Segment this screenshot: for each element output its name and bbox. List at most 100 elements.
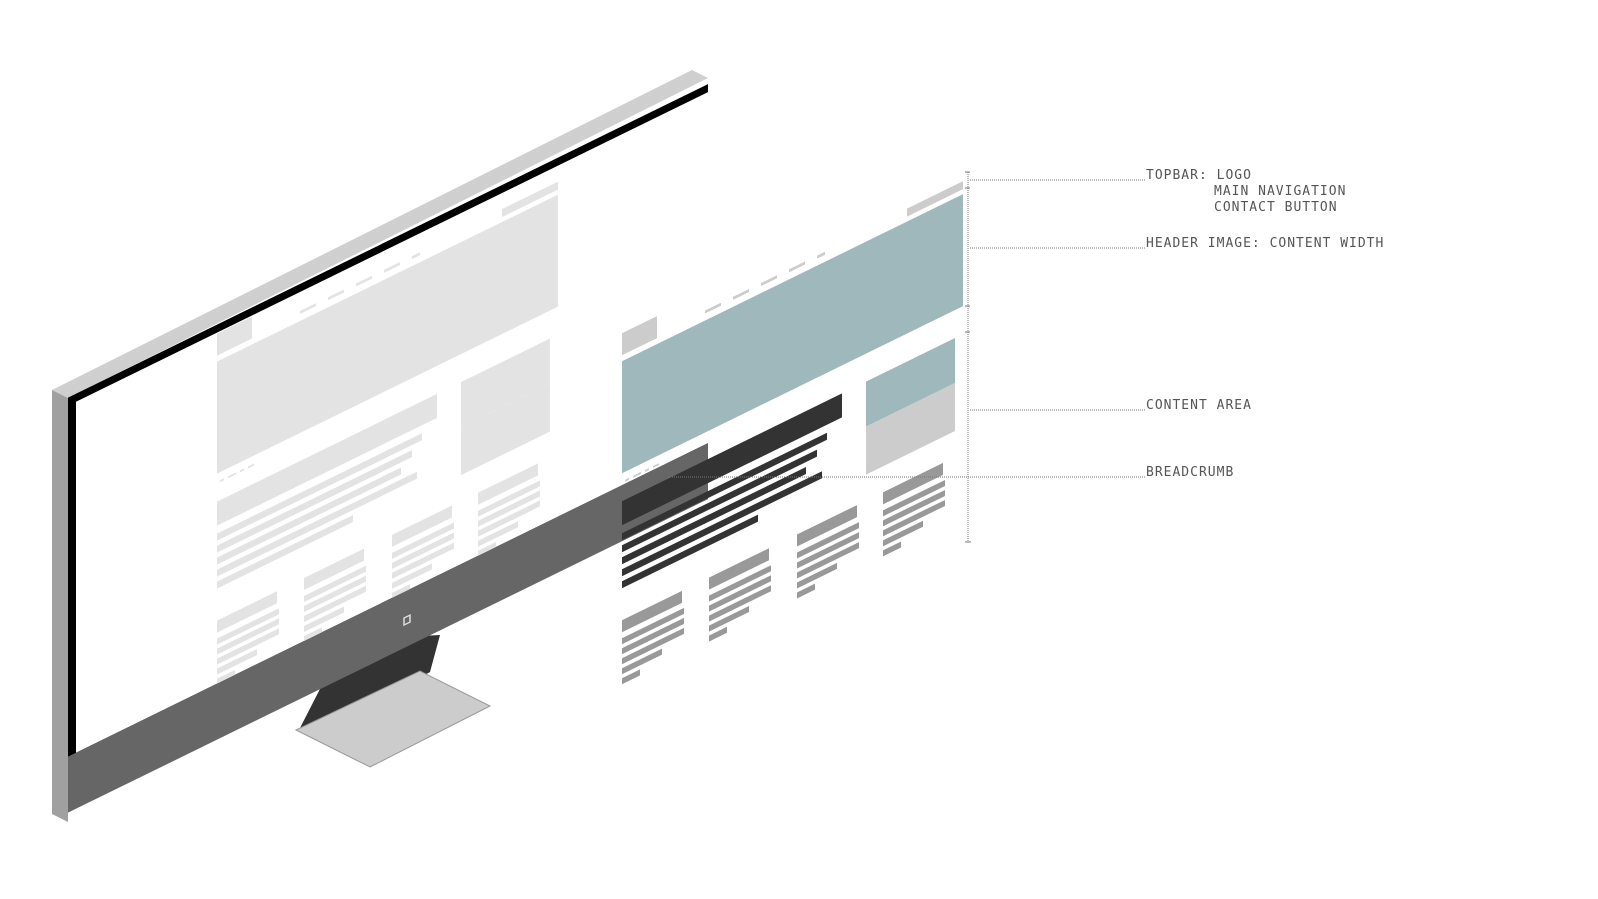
exploded-column-title (883, 462, 943, 505)
screen-column-line (392, 532, 454, 569)
exploded-column-line (622, 627, 684, 665)
screen-nav-item (384, 261, 400, 273)
exploded-sidebar-image (866, 338, 955, 427)
exploded-nav-item (761, 275, 777, 287)
screen-breadcrumb-dot (220, 478, 224, 483)
screen-text-line (217, 467, 401, 565)
exploded-column-line (622, 617, 684, 655)
screen-header-image (217, 194, 558, 474)
screen-breadcrumb-dot (248, 463, 254, 469)
exploded-column-line (709, 605, 749, 632)
exploded-column-line (797, 583, 815, 599)
screen-column-title (478, 463, 538, 505)
exploded-column-line (883, 489, 945, 527)
annotation-topbar-item: LOGO (1216, 168, 1252, 183)
exploded-column-title (709, 548, 769, 590)
exploded-column-line (709, 585, 771, 622)
screen-text-line (217, 450, 412, 553)
exploded-wireframe-layer (622, 181, 963, 685)
annotation-header: HEADER IMAGE: CONTENT WIDTH (1146, 236, 1384, 252)
exploded-sidebar-box (866, 383, 955, 475)
exploded-column-line (797, 562, 837, 589)
stand-neck (300, 635, 440, 728)
exploded-logo (622, 316, 657, 356)
screen-nav-item (300, 303, 316, 314)
exploded-column-line (883, 479, 945, 517)
exploded-column-line (797, 522, 859, 559)
annotation-topbar-title: TOPBAR: (1146, 168, 1208, 183)
exploded-text-line (622, 514, 758, 589)
screen-column-line (217, 608, 279, 645)
exploded-nav-item (705, 302, 721, 314)
screen-column-line (392, 563, 432, 589)
annotation-topbar-item: MAIN NAVIGATION (1214, 184, 1347, 199)
screen-column-line (478, 490, 540, 527)
annotation-header-title: HEADER IMAGE: (1146, 236, 1261, 251)
exploded-column-line (709, 565, 771, 602)
screen-sidebar-box (461, 383, 550, 476)
exploded-column-line (797, 532, 859, 569)
exploded-column-line (622, 607, 684, 645)
exploded-breadcrumb-dot (653, 463, 659, 469)
exploded-breadcrumb-dot (625, 477, 629, 482)
exploded-text-line (622, 449, 817, 553)
exploded-nav-item (733, 288, 749, 300)
annotation-content-area: CONTENT AREA (1146, 398, 1252, 413)
exploded-text-line (622, 471, 822, 577)
screen-column-title (217, 591, 277, 633)
exploded-column-line (883, 499, 945, 537)
annotation-leaders (668, 171, 1146, 543)
exploded-column-line (709, 575, 771, 612)
monitor-chin (68, 443, 708, 813)
screen-sidebar-image (461, 338, 550, 428)
monitor-side-face (52, 390, 68, 822)
screen-breadcrumb-dot (228, 472, 236, 479)
monitor-logo-icon (403, 613, 411, 627)
screen-nav-item (356, 275, 372, 287)
exploded-column-line (709, 626, 727, 642)
screen-column-line (304, 585, 366, 623)
screen-wireframe (217, 181, 558, 685)
exploded-contact-button (907, 181, 963, 217)
exploded-column-line (622, 648, 662, 675)
screen-logo (217, 316, 252, 356)
screen-nav-item (412, 252, 420, 260)
screen-text-line (217, 515, 353, 589)
exploded-column-title (797, 505, 857, 547)
exploded-column-line (883, 541, 901, 557)
screen-column-line (304, 606, 344, 633)
exploded-text-line (622, 432, 827, 541)
exploded-header-image (622, 194, 963, 474)
screen-column-line (217, 669, 235, 685)
exploded-breadcrumb-dot (645, 467, 649, 472)
screen-column-line (478, 521, 518, 547)
exploded-column-line (883, 520, 923, 547)
screen-column-line (217, 618, 279, 655)
annotation-topbar: TOPBAR: LOGO MAIN NAVIGATION CONTACT BUT… (1146, 168, 1346, 216)
screen-column-line (478, 541, 496, 557)
exploded-content-title (622, 393, 842, 526)
screen-column-title (392, 505, 452, 547)
screen-column-line (392, 542, 454, 579)
screen-column-line (392, 522, 454, 559)
exploded-column-line (622, 669, 640, 685)
screen-column-line (217, 649, 257, 675)
exploded-column-title (622, 590, 682, 633)
screen-text-line (217, 471, 417, 577)
screen-nav-item (328, 289, 344, 301)
exploded-text-line (622, 467, 806, 565)
exploded-nav-item (817, 251, 825, 259)
screen-column-line (392, 584, 410, 599)
monitor-top-face (52, 70, 708, 398)
screen-column-line (217, 628, 279, 665)
screen-content-title (217, 393, 437, 526)
screen-breadcrumb-dot (240, 468, 244, 473)
exploded-breadcrumb-dot (633, 471, 641, 478)
exploded-nav-item (789, 261, 805, 273)
screen-column-line (478, 500, 540, 537)
annotation-breadcrumb: BREADCRUMB (1146, 465, 1235, 480)
exploded-column-line (797, 542, 859, 579)
stand-base (294, 670, 492, 768)
screen-text-line (217, 433, 422, 541)
